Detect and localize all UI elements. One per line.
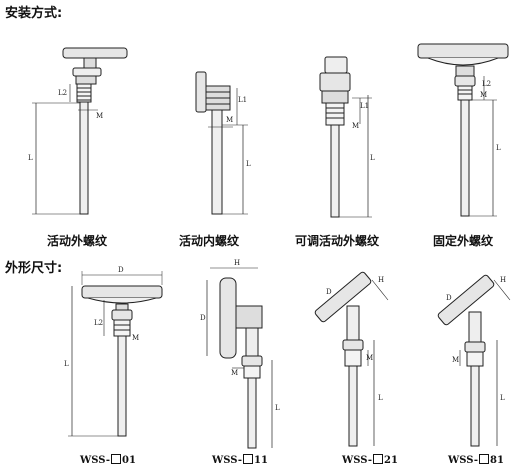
model-label-01: WSS-01	[80, 454, 136, 466]
dim-m-21: M	[366, 354, 373, 362]
caption-fixed-external-thread: 固定外螺纹	[432, 234, 493, 248]
dim-l2-1: L2	[58, 89, 67, 97]
dim-d-21: D	[326, 288, 332, 296]
installation-heading: 安装方式:	[5, 6, 63, 21]
dim-l-1: L	[28, 154, 33, 162]
thermometer-fixed-external-thread	[417, 43, 509, 217]
dim-m-11: M	[231, 369, 238, 377]
dim-l-3: L	[370, 154, 375, 162]
thermometer-movable-external-thread	[32, 47, 128, 215]
dim-d-01: D	[118, 266, 124, 274]
dimensions-heading: 外形尺寸:	[5, 261, 63, 276]
dim-l-11: L	[275, 404, 280, 412]
outline-wss-81	[437, 274, 511, 447]
dim-l-01: L	[64, 360, 69, 368]
dim-m-01: M	[132, 334, 139, 342]
caption-movable-internal-thread: 活动内螺纹	[178, 234, 239, 248]
dim-m-2: M	[226, 116, 233, 124]
model-label-81: WSS-81	[448, 454, 504, 466]
dim-m-1: M	[96, 112, 103, 120]
dim-h-21: H	[378, 276, 384, 284]
model-label-11: WSS-11	[212, 454, 268, 466]
dim-h-11: H	[234, 259, 240, 267]
caption-movable-external-thread: 活动外螺纹	[46, 234, 107, 248]
dim-l2-4: L2	[482, 80, 491, 88]
dim-m-3: M	[352, 122, 359, 130]
dim-l2-01: L2	[94, 319, 103, 327]
model-label-21: WSS-21	[342, 454, 398, 466]
dim-d-81: D	[446, 294, 452, 302]
dim-l-81: L	[500, 394, 505, 402]
dim-l1-3: L1	[360, 102, 369, 110]
dim-d-11: D	[200, 314, 206, 322]
dim-l-21: L	[378, 394, 383, 402]
dim-l-4: L	[496, 144, 501, 152]
dim-h-81: H	[500, 276, 506, 284]
dim-m-81: M	[452, 356, 459, 364]
thermometer-movable-internal-thread	[195, 71, 248, 215]
outline-wss-11	[206, 267, 273, 449]
dim-l1-2: L1	[238, 96, 247, 104]
outline-wss-21	[314, 271, 389, 447]
dim-l-2: L	[246, 160, 251, 168]
outline-wss-01	[68, 271, 163, 437]
thermometer-adjustable-external-thread	[319, 56, 372, 218]
dim-m-4: M	[480, 91, 487, 99]
caption-adjustable-external-thread: 可调活动外螺纹	[294, 234, 379, 248]
